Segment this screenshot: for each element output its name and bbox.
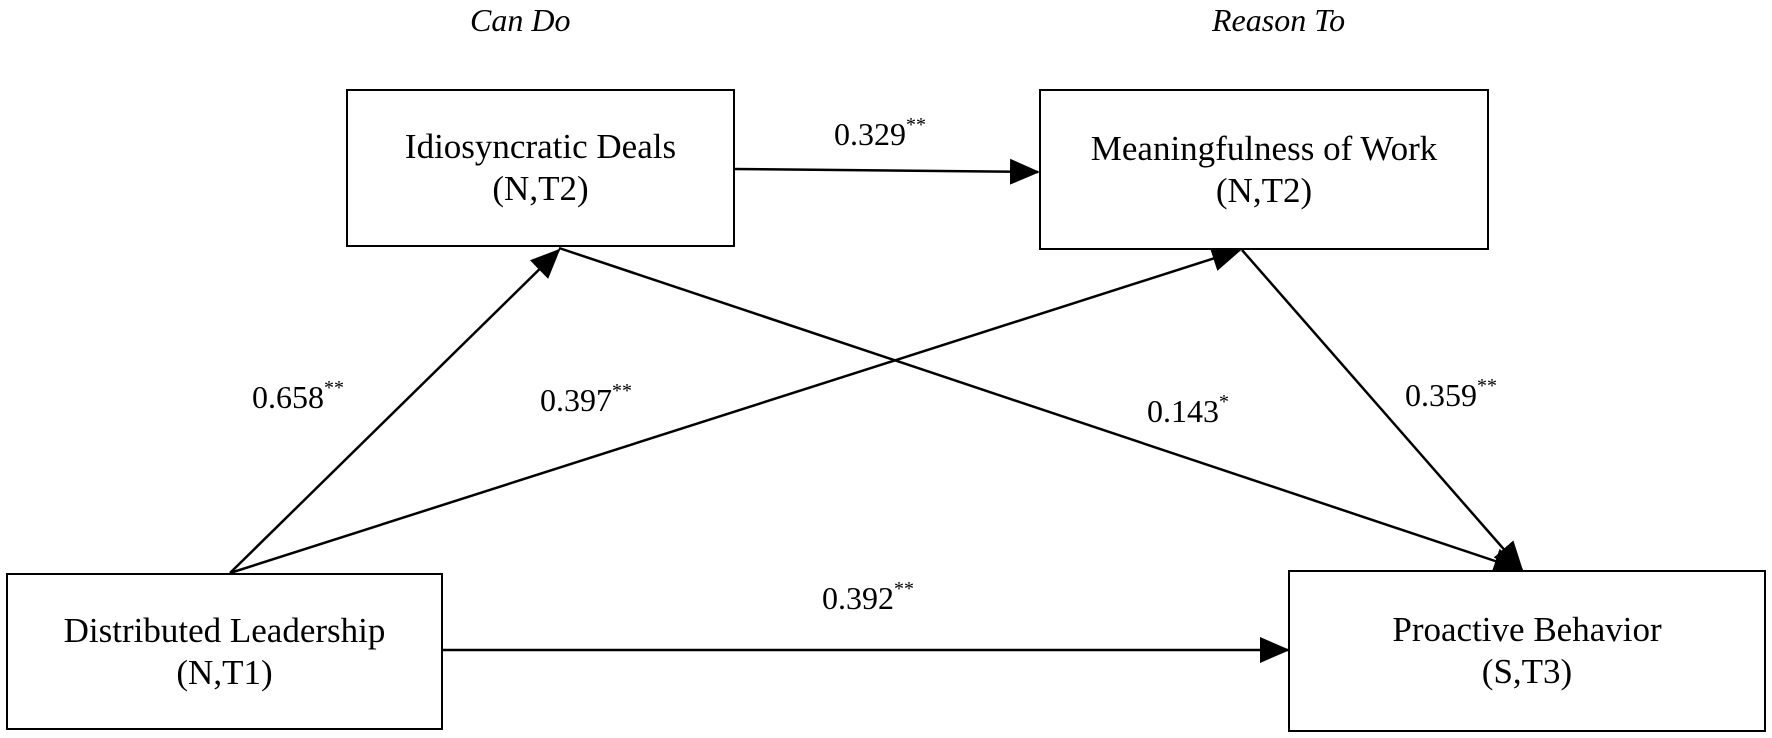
node-distributed-leadership: Distributed Leadership (N,T1) bbox=[6, 573, 443, 730]
coef-value: 0.329 bbox=[834, 116, 906, 152]
coef-distributed-leadership-to-meaningfulness-of-work: 0.397** bbox=[540, 381, 632, 418]
coef-significance: ** bbox=[324, 377, 344, 399]
node-distributed-leadership-tag: (N,T1) bbox=[176, 652, 273, 692]
heading-reason-to: Reason To bbox=[1212, 2, 1346, 38]
node-proactive-behavior: Proactive Behavior (S,T3) bbox=[1288, 570, 1766, 732]
node-distributed-leadership-name: Distributed Leadership bbox=[63, 610, 386, 650]
coef-value: 0.143 bbox=[1147, 393, 1219, 429]
heading-can-do: Can Do bbox=[470, 2, 571, 38]
node-meaningfulness-of-work-name: Meaningfulness of Work bbox=[1090, 128, 1438, 168]
arrow-distributed-leadership-to-meaningfulness-of-work bbox=[229, 246, 1242, 575]
node-meaningfulness-of-work: Meaningfulness of Work (N,T2) bbox=[1039, 89, 1489, 250]
coef-meaningfulness-of-work-to-proactive-behavior: 0.359** bbox=[1405, 376, 1497, 413]
coef-value: 0.658 bbox=[252, 379, 324, 415]
arrow-distributed-leadership-to-idiosyncratic-deals bbox=[229, 248, 561, 574]
coef-significance: * bbox=[1219, 391, 1229, 413]
coef-idiosyncratic-deals-to-meaningfulness-of-work: 0.329** bbox=[834, 115, 926, 152]
coef-value: 0.359 bbox=[1405, 377, 1477, 413]
coef-distributed-leadership-to-proactive-behavior: 0.392** bbox=[822, 579, 914, 616]
arrow-idiosyncratic-deals-to-meaningfulness-of-work bbox=[733, 158, 1040, 185]
coef-value: 0.392 bbox=[822, 580, 894, 616]
node-idiosyncratic-deals-name: Idiosyncratic Deals bbox=[404, 127, 677, 166]
node-meaningfulness-of-work-tag: (N,T2) bbox=[1215, 170, 1313, 210]
node-idiosyncratic-deals: Idiosyncratic Deals (N,T2) bbox=[346, 89, 735, 247]
coef-significance: ** bbox=[1477, 375, 1497, 397]
coef-value: 0.397 bbox=[540, 382, 612, 418]
coef-significance: ** bbox=[906, 114, 926, 136]
arrow-idiosyncratic-deals-to-proactive-behavior bbox=[558, 246, 1524, 574]
coef-distributed-leadership-to-idiosyncratic-deals: 0.658** bbox=[252, 378, 344, 415]
coef-significance: ** bbox=[612, 380, 632, 402]
arrow-meaningfulness-of-work-to-proactive-behavior bbox=[1241, 249, 1524, 572]
node-proactive-behavior-tag: (S,T3) bbox=[1481, 652, 1573, 691]
coef-idiosyncratic-deals-to-proactive-behavior: 0.143* bbox=[1147, 392, 1229, 429]
node-idiosyncratic-deals-tag: (N,T2) bbox=[492, 169, 589, 208]
node-proactive-behavior-name: Proactive Behavior bbox=[1392, 610, 1662, 649]
coef-significance: ** bbox=[894, 578, 914, 600]
